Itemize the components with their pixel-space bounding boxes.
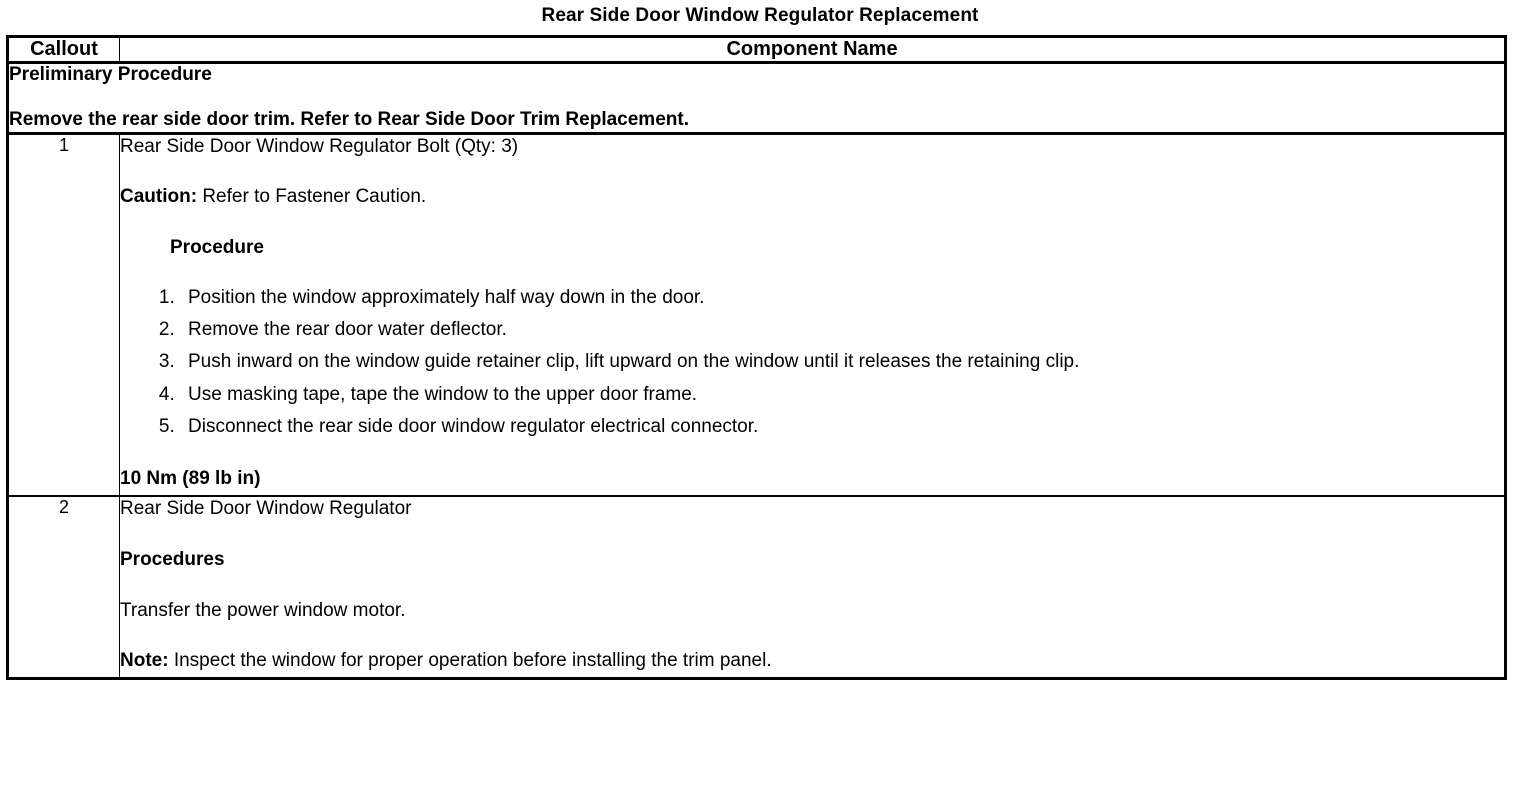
preliminary-procedure-heading: Preliminary Procedure xyxy=(9,64,212,85)
callout-number-2: 2 xyxy=(7,495,120,680)
preliminary-procedure-text: Remove the rear side door trim. Refer to… xyxy=(9,108,689,130)
list-item: Disconnect the rear side door window reg… xyxy=(180,411,1504,443)
caution-text: Refer to Fastener Caution. xyxy=(197,186,427,208)
table-header-row: Callout Component Name xyxy=(7,36,1506,64)
list-item: Remove the rear door water deflector. xyxy=(180,314,1504,346)
procedure-step-list-1: Position the window approximately half w… xyxy=(120,282,1504,443)
callout-number-1: 1 xyxy=(7,132,120,498)
list-item: Use masking tape, tape the window to the… xyxy=(180,379,1504,411)
caution-label: Caution: xyxy=(120,186,198,208)
procedure-table: Callout Component Name Preliminary Proce… xyxy=(6,35,1507,681)
component-cell-2: Rear Side Door Window Regulator Procedur… xyxy=(119,495,1506,680)
table-row: 2 Rear Side Door Window Regulator Proced… xyxy=(7,495,1506,680)
component-title-1: Rear Side Door Window Regulator Bolt (Qt… xyxy=(120,135,519,157)
procedure-heading-1: Procedure xyxy=(170,237,264,259)
component-cell-1: Rear Side Door Window Regulator Bolt (Qt… xyxy=(119,132,1506,498)
caution-note-1: Caution: Refer to Fastener Caution. xyxy=(120,185,1504,209)
column-header-component-name: Component Name xyxy=(119,36,1506,64)
procedure-body-2: Transfer the power window motor. xyxy=(120,599,406,621)
torque-specification-1: 10 Nm (89 lb in) xyxy=(120,468,261,490)
note-text: Inspect the window for proper operation … xyxy=(168,650,772,672)
page-title: Rear Side Door Window Regulator Replacem… xyxy=(541,5,979,26)
preliminary-procedure-cell: Preliminary Procedure Remove the rear si… xyxy=(7,62,1506,135)
column-header-callout: Callout xyxy=(7,36,120,64)
note-label: Note: xyxy=(120,650,169,672)
list-item: Push inward on the window guide retainer… xyxy=(180,346,1504,378)
procedures-heading-2: Procedures xyxy=(120,548,225,570)
component-title-2: Rear Side Door Window Regulator xyxy=(120,498,412,520)
table-row: 1 Rear Side Door Window Regulator Bolt (… xyxy=(7,132,1506,498)
note-2: Note: Inspect the window for proper oper… xyxy=(120,649,1504,673)
list-item: Position the window approximately half w… xyxy=(180,282,1504,314)
preliminary-procedure-row: Preliminary Procedure Remove the rear si… xyxy=(7,62,1506,135)
